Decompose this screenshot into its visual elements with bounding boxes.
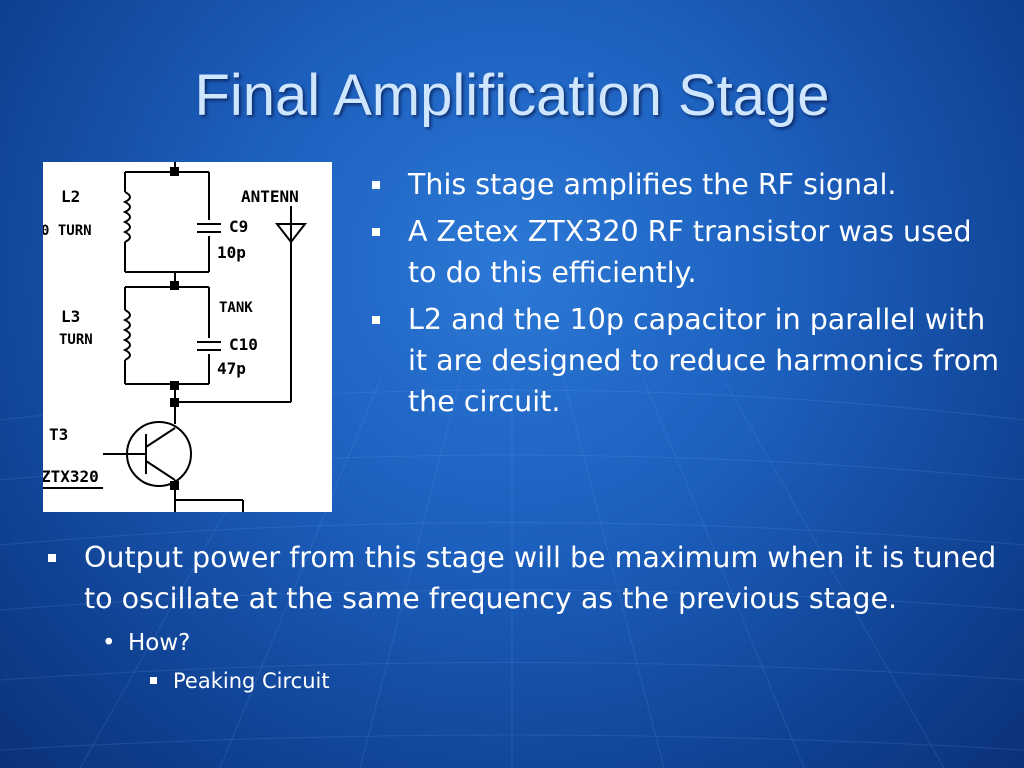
bullet-item: L2 and the 10p capacitor in parallel wit… — [368, 299, 1008, 422]
bullet-text: L2 and the 10p capacitor in parallel wit… — [408, 303, 1000, 418]
circuit-schematic: L2 0 TURN C9 10p ANTENN L3 TURN TANK C10… — [43, 162, 332, 512]
bullet-item: A Zetex ZTX320 RF transistor was used to… — [368, 211, 1008, 293]
label-l2-turn: 0 TURN — [43, 223, 92, 239]
square-bullet-icon — [48, 554, 56, 562]
label-antenna: ANTENN — [241, 187, 299, 206]
label-l3-turn: TURN — [59, 332, 93, 348]
sub-bullet-text: How? — [128, 630, 191, 656]
label-c10-value: 47p — [217, 359, 246, 378]
label-l3: L3 — [61, 307, 80, 326]
label-tank: TANK — [219, 300, 253, 316]
square-bullet-icon — [372, 181, 380, 189]
bullet-item: Output power from this stage will be max… — [44, 537, 1004, 619]
bullet-text: Output power from this stage will be max… — [84, 541, 997, 615]
right-bullet-list: This stage amplifies the RF signal. A Ze… — [368, 164, 1008, 428]
label-transistor: ZTX320 — [43, 467, 99, 486]
schematic-drawing: L2 0 TURN C9 10p ANTENN L3 TURN TANK C10… — [43, 162, 308, 512]
square-bullet-icon — [372, 228, 380, 236]
square-bullet-icon — [372, 316, 380, 324]
label-c9: C9 — [229, 217, 248, 236]
sub-sub-bullet-item: Peaking Circuit — [44, 661, 1004, 701]
label-t3: T3 — [49, 425, 68, 444]
bullet-item: This stage amplifies the RF signal. — [368, 164, 1008, 205]
sub-bullet-item: • How? — [44, 625, 1004, 661]
slide-title: Final Amplification Stage — [194, 63, 830, 128]
bullet-text: A Zetex ZTX320 RF transistor was used to… — [408, 215, 972, 289]
round-bullet-icon: • — [102, 630, 116, 656]
label-l2: L2 — [61, 187, 80, 206]
label-c9-value: 10p — [217, 243, 246, 262]
bullet-text: This stage amplifies the RF signal. — [408, 168, 897, 201]
bottom-bullet-list: Output power from this stage will be max… — [44, 537, 1004, 701]
label-c10: C10 — [229, 335, 258, 354]
sub-sub-bullet-text: Peaking Circuit — [173, 669, 330, 693]
square-bullet-icon — [150, 677, 157, 684]
